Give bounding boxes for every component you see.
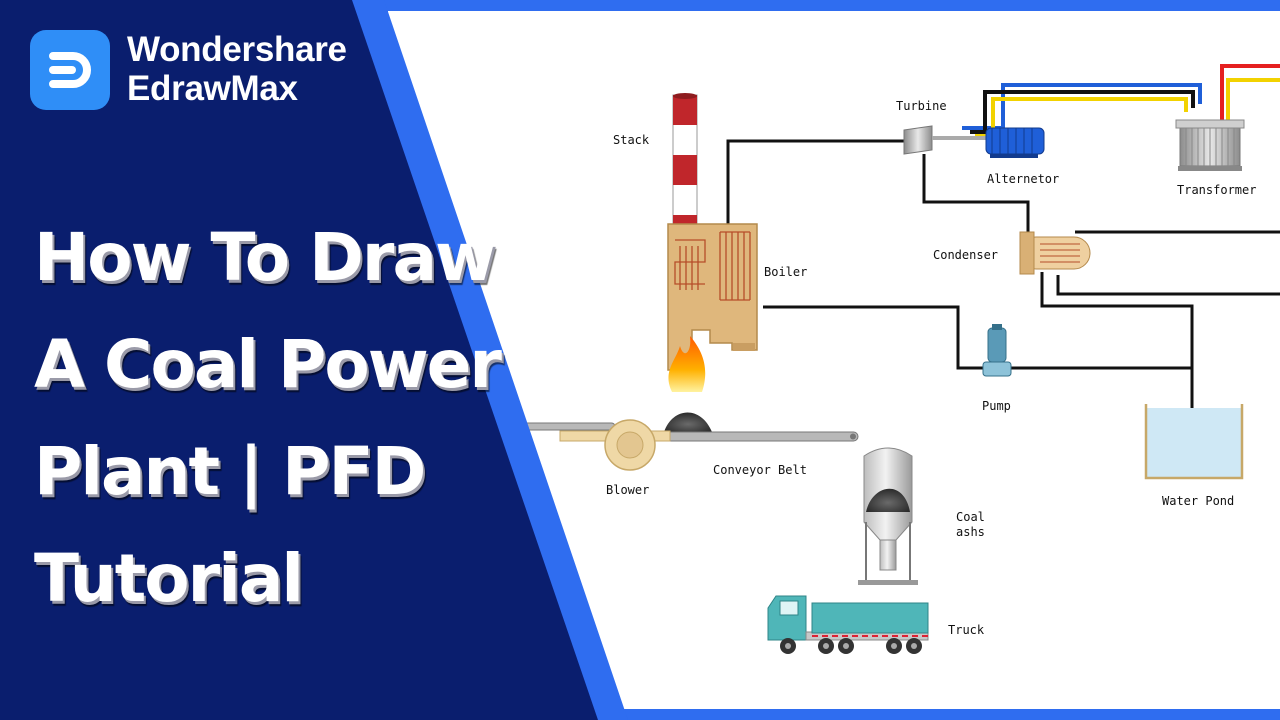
conveyor-belt — [659, 431, 859, 442]
coal-ashs-label-line2: ashs — [956, 525, 985, 539]
transformer-label: Transformer — [1177, 183, 1256, 197]
title-line-1: How To Draw — [34, 219, 496, 296]
brand-line-2: EdrawMax — [127, 69, 298, 108]
conveyor-belt-label: Conveyor Belt — [713, 463, 807, 477]
pump-label: Pump — [982, 399, 1011, 413]
pump — [982, 324, 1012, 377]
water-pond — [1144, 404, 1244, 480]
water-pond-label: Water Pond — [1162, 494, 1234, 508]
truck — [767, 595, 929, 654]
edrawmax-logo-icon — [30, 30, 110, 110]
pipes — [726, 139, 1280, 408]
brand-name: Wondershare EdrawMax — [127, 30, 347, 108]
truck-label: Truck — [948, 623, 985, 637]
fire-icon — [668, 336, 706, 392]
transformer — [1175, 119, 1245, 171]
condenser-label: Condenser — [933, 248, 998, 262]
brand-line-1: Wondershare — [127, 30, 347, 69]
blower — [519, 419, 671, 471]
coal-ash-silo — [858, 447, 918, 585]
title-line-2: A Coal Power — [34, 326, 502, 403]
left-panel — [0, 0, 598, 720]
stack — [672, 93, 698, 226]
alternator — [985, 127, 1045, 158]
condenser — [1019, 231, 1091, 275]
stack-label: Stack — [613, 133, 650, 147]
turbine-label: Turbine — [896, 99, 947, 113]
coal-ashs-label-line1: Coal — [956, 510, 985, 524]
title-line-3: Plant | PFD — [34, 433, 426, 510]
boiler-label: Boiler — [764, 265, 807, 279]
title-line-4: Tutorial — [34, 540, 304, 617]
process-flow-diagram: Stack Boiler Con — [519, 64, 1280, 654]
video-title: How To Draw A Coal Power Plant | PFD Tut… — [34, 204, 502, 632]
blower-label: Blower — [606, 483, 649, 497]
alternator-label: Alternetor — [987, 172, 1059, 186]
turbine — [903, 125, 986, 155]
coal-pile — [664, 412, 712, 432]
boiler — [667, 223, 758, 371]
